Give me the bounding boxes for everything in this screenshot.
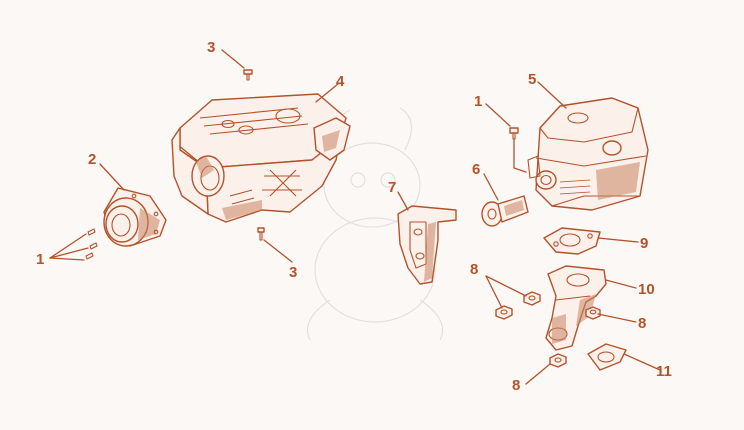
part-1-bolt-right xyxy=(509,127,527,173)
callout-7: 7 xyxy=(388,179,396,196)
part-2-flange-cap xyxy=(103,187,167,247)
part-4-housing xyxy=(171,93,351,223)
callout-9: 9 xyxy=(640,235,648,252)
part-5-muffler xyxy=(527,97,649,211)
part-7-bracket xyxy=(397,205,457,285)
part-8-nut-d xyxy=(549,353,567,368)
callout-1-left: 1 xyxy=(36,251,44,268)
callout-2: 2 xyxy=(88,151,96,168)
callout-4: 4 xyxy=(336,73,345,90)
part-3-screw-bottom xyxy=(257,227,265,241)
leader-lines xyxy=(49,49,661,385)
part-1-bolts-left xyxy=(85,228,98,260)
part-8-nut-c xyxy=(585,306,601,320)
part-6-pipe xyxy=(481,195,529,227)
part-9-gasket xyxy=(543,227,601,255)
callout-10: 10 xyxy=(638,281,655,298)
callout-3-bottom: 3 xyxy=(289,264,297,281)
callout-6: 6 xyxy=(472,161,480,178)
callout-5: 5 xyxy=(528,71,536,88)
callout-8-bottom: 8 xyxy=(512,377,520,394)
callout-1-right: 1 xyxy=(474,93,482,110)
callout-11: 11 xyxy=(656,363,672,380)
callout-8-right: 8 xyxy=(638,315,646,332)
callout-labels: 1 2 3 4 3 1 5 6 7 9 8 10 8 8 11 xyxy=(36,39,672,394)
part-3-screw-top xyxy=(243,69,253,81)
part-8-nut-a xyxy=(523,291,541,306)
callout-8-top: 8 xyxy=(470,261,478,278)
part-11-gasket xyxy=(587,343,627,371)
watermark-figure xyxy=(306,107,444,341)
part-8-nut-b xyxy=(495,305,513,320)
callout-3-top: 3 xyxy=(207,39,215,56)
